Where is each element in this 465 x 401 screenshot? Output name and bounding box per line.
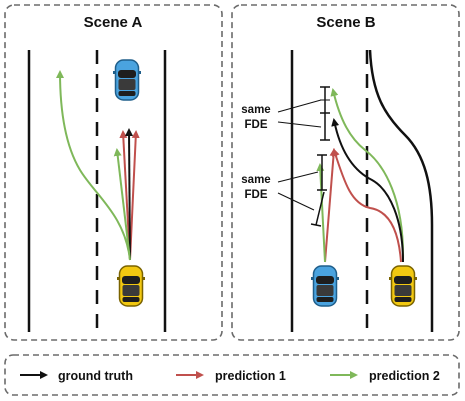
scene-b-panel: Scene B xyxy=(231,4,460,341)
legend-label-ground-truth: ground truth xyxy=(58,369,133,383)
scene-b-annotation-leaders xyxy=(277,99,322,211)
scene-b-prediction-2-from-ego xyxy=(330,88,405,261)
scene-a-prediction-2-lane-change xyxy=(56,70,131,261)
legend-item-prediction-1: prediction 1 xyxy=(176,369,286,383)
scene-a-ego-car xyxy=(116,265,146,307)
scene-b-title: Scene B xyxy=(316,14,375,31)
scene-a-prediction-2-straight xyxy=(113,148,131,261)
scene-b-ego-car xyxy=(388,265,418,307)
scene-a-prediction-1-path-b xyxy=(129,130,140,261)
scene-b-merging-lane-edge xyxy=(368,49,434,332)
scene-b-fde-bars-top xyxy=(320,86,330,141)
scene-a-prediction-1-path-a xyxy=(119,130,131,261)
scene-b-prediction-1-blue-car xyxy=(324,148,338,263)
scene-b-annotation-1-line1: same xyxy=(241,104,270,116)
legend-label-prediction-2: prediction 2 xyxy=(369,369,440,383)
scene-b-fde-bars-bottom xyxy=(310,154,327,227)
legend-item-prediction-2: prediction 2 xyxy=(330,369,440,383)
scene-b-other-car xyxy=(310,265,340,307)
scene-a-ground-truth-path xyxy=(125,128,134,261)
scene-b-annotation-2-line2: FDE xyxy=(245,189,268,201)
scene-a-panel: Scene A xyxy=(4,4,223,341)
scene-a-title: Scene A xyxy=(84,14,143,31)
scene-b-ground-truth-path xyxy=(331,118,404,263)
scene-b-annotation-1-line2: FDE xyxy=(245,119,268,131)
legend-label-prediction-1: prediction 1 xyxy=(215,369,286,383)
scene-b-annotation-2-line1: same xyxy=(241,174,270,186)
scene-b-prediction-1-path xyxy=(331,148,402,263)
legend: ground truth prediction 1 prediction 2 xyxy=(4,354,460,396)
legend-item-ground-truth: ground truth xyxy=(20,369,133,383)
scene-b-prediction-2-blue-car xyxy=(316,163,326,263)
scene-a-other-car xyxy=(112,59,142,101)
